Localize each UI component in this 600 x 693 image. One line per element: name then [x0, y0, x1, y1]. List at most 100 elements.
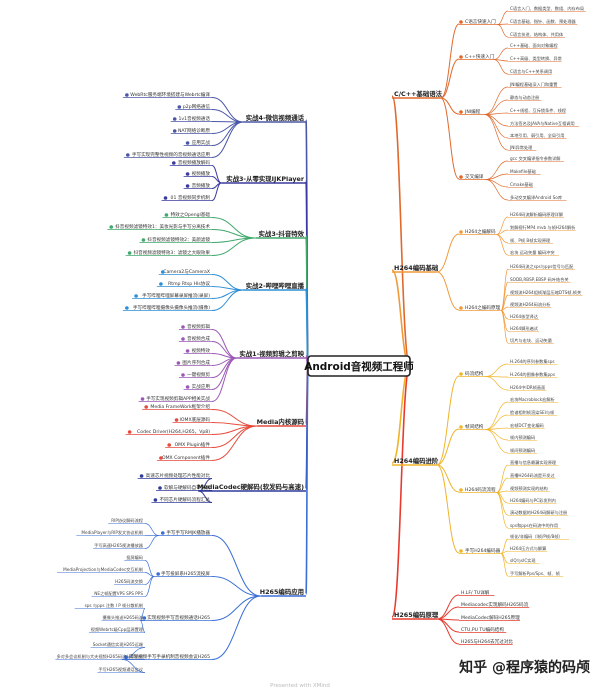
subtopic-label[interactable]: 实现视频手写音视频通话H265 — [147, 614, 210, 621]
leaf-label[interactable]: H264编码与PC彩发到内 — [510, 497, 556, 504]
subtopic-label[interactable]: 音视频剪辑 — [187, 323, 210, 330]
subtopic-label[interactable]: Media FrameWork框架介绍 — [150, 403, 210, 410]
subtopic-label[interactable]: 音视频播放解码 — [178, 159, 211, 166]
leaf-label[interactable]: 演动数据的H264码解研与注册 — [510, 509, 567, 516]
leaf-label[interactable]: 宏块Macroblock宏解析 — [510, 396, 555, 403]
leaf-label[interactable]: 投屏编码 — [126, 554, 143, 561]
leaf-label[interactable]: 划解视行MP4 mvb 与帧H264解析 — [510, 224, 575, 231]
subtopic-label[interactable]: 音频播放 — [192, 182, 211, 189]
subtopic-label[interactable]: 不同芯片硬解码流程汇总 — [159, 496, 210, 503]
leaf-label[interactable]: C语言入门、数据类型、数组、内存布局 — [510, 5, 584, 12]
leaf-label[interactable]: H264中IDR帧画面 — [510, 384, 545, 391]
branch-r3dy-label[interactable]: 实战3-抖音特效 — [259, 229, 305, 238]
subtopic-label[interactable]: CTU,PU TU编码结构 — [461, 626, 504, 633]
subtopic-label[interactable]: C语言快速入门 — [465, 18, 496, 25]
subtopic-label[interactable]: 手写H264编码器 — [465, 547, 501, 554]
subtopic-label[interactable]: 手写哔哩哔哩摄像头摄像头推流(摄像) — [133, 304, 210, 311]
subtopic-label[interactable]: OMX Plugin插件 — [175, 441, 211, 448]
leaf-label[interactable]: C语言基础、指针、函数、预处理器 — [510, 18, 577, 25]
subtopic-label[interactable]: 手写投屏系H265流投屏 — [161, 570, 210, 577]
subtopic-label[interactable]: 码流结构 — [465, 370, 484, 377]
leaf-label[interactable]: H264核型译达 — [510, 313, 539, 320]
subtopic-label[interactable]: 抖音视频滤镜特效2：美颜滤镜 — [147, 236, 210, 243]
leaf-label[interactable]: 帧内预测编码 — [510, 434, 535, 441]
subtopic-label[interactable]: 实现视频手写手录机制音视频会议H265 — [129, 653, 210, 660]
leaf-label[interactable]: H264码流之sps与pps信号与匹配 — [510, 263, 574, 270]
leaf-label[interactable]: 本地引用、弱引用、全局引用 — [510, 132, 564, 139]
subtopic-label[interactable]: 实战应用 — [192, 383, 211, 390]
subtopic-label[interactable]: 01 音视频同步机制 — [171, 194, 211, 201]
leaf-label[interactable]: 帧、P帧 B帧实现原理 — [510, 237, 551, 244]
leaf-label[interactable]: SODB,RBSP,EBSP 码叶结合关 — [510, 276, 569, 283]
leaf-label[interactable]: MediaProjection与MediaCodec交互机制 — [63, 566, 143, 573]
leaf-label[interactable]: gcc 交叉编译指令参数详解 — [510, 155, 560, 162]
leaf-label[interactable]: H264压方式与解算 — [510, 545, 546, 552]
subtopic-label[interactable]: H264之编解码 — [465, 228, 496, 235]
subtopic-label[interactable]: 交叉编译 — [465, 173, 484, 180]
leaf-label[interactable]: 帧化/非编码（I帧/P帧/B帧） — [510, 533, 563, 540]
leaf-label[interactable]: C语言与C++关系调用 — [510, 68, 552, 75]
subtopic-label[interactable]: H264之编码原理 — [465, 304, 501, 311]
subtopic-label[interactable]: Mediacodec实现解码H265码流 — [461, 601, 529, 608]
branch-h264adv-label[interactable]: H264编码进阶 — [394, 456, 439, 465]
leaf-label[interactable]: 静态与动态注册 — [510, 94, 539, 101]
leaf-label[interactable]: H.264的图像参数集pps — [510, 371, 555, 378]
leaf-label[interactable]: 帧间预测编码 — [510, 447, 535, 454]
subtopic-label[interactable]: 1v1音视频通话 — [178, 115, 210, 122]
subtopic-label[interactable]: WebRtc服务端环境搭建与Webrtc编译 — [130, 91, 210, 98]
leaf-label[interactable]: RIP协议解码流程 — [111, 517, 144, 524]
leaf-label[interactable]: NE之帧配置VPS SPS PPS — [94, 590, 143, 597]
leaf-label[interactable]: 手写解析Pps/Sps、帧、帧 — [510, 570, 560, 577]
leaf-label[interactable]: C++高级、类型转换、异常 — [510, 55, 562, 62]
leaf-label[interactable]: 直播与信息最漏实现原理 — [510, 459, 557, 466]
subtopic-label[interactable]: 手写哔哩哔哩屏幕录屏推流(录屏) — [142, 292, 210, 299]
branch-codec-label[interactable]: MediaCodec硬解码(软发码与高速) — [197, 482, 304, 491]
leaf-label[interactable]: H264码流解析编码原理详解 — [510, 211, 563, 218]
leaf-label[interactable]: 宏块 运动矢量 编码冲突 — [510, 249, 555, 256]
subtopic-label[interactable]: Rtmp Rtsp Hls协议 — [168, 280, 210, 287]
leaf-label[interactable]: 切片与宏块、运动矢量 — [510, 337, 552, 344]
leaf-label[interactable]: sps和pps在码流中的作用 — [510, 522, 558, 529]
subtopic-label[interactable]: 手写实现视频剪辑APP相关实战 — [146, 395, 210, 402]
leaf-label[interactable]: JNI编程基础深入门和重置 — [509, 81, 557, 88]
branch-r2-label[interactable]: 实战2-哔哩哔哩直播 — [246, 281, 305, 290]
subtopic-label[interactable]: 视频播放 — [192, 170, 211, 177]
subtopic-label[interactable]: 视频特效 — [192, 347, 211, 354]
subtopic-label[interactable]: C++快速入门 — [465, 53, 495, 60]
leaf-label[interactable]: 手写H265视频通话会议 — [98, 666, 143, 673]
leaf-label[interactable]: Makefile基础 — [510, 168, 536, 175]
subtopic-label[interactable]: 图片序列合成 — [182, 359, 210, 366]
leaf-label[interactable]: H.264的序列参数集sps — [510, 358, 555, 365]
branch-r4-label[interactable]: 实战4-微信视频通话 — [246, 113, 305, 122]
leaf-label[interactable]: H265码流交换 — [115, 578, 144, 585]
subtopic-label[interactable]: H265与H264去冗过对比 — [461, 638, 513, 645]
leaf-label[interactable]: C++基础、面向对象编程 — [510, 42, 558, 49]
subtopic-label[interactable]: 音视频合成 — [187, 335, 210, 342]
leaf-label[interactable]: Socket通信实现H265远端 — [93, 641, 143, 648]
leaf-label[interactable]: 视频流H264码流分析 — [510, 301, 550, 308]
branch-c-label[interactable]: C/C++基础语法 — [394, 89, 443, 98]
leaf-label[interactable]: MediaPlayer与RIP发文协议机制 — [81, 529, 143, 536]
subtopic-label[interactable]: 抖音视频滤镜特效3：滤镜之大眼效果 — [134, 249, 211, 256]
subtopic-label[interactable]: MediaCodec解码H265原理 — [461, 614, 520, 621]
leaf-label[interactable]: 视频Webrtc级Cpp层源置理 — [91, 626, 144, 633]
branch-r1-label[interactable]: 实战1-视频剪辑之剪映 — [239, 349, 304, 358]
subtopic-label[interactable]: Camera2与CameraX — [163, 268, 210, 275]
branch-media-label[interactable]: Media内核源码 — [257, 417, 305, 426]
subtopic-label[interactable]: 手写手写RMJK播放器 — [166, 529, 210, 536]
leaf-label[interactable]: JNI异常处理 — [509, 144, 533, 151]
subtopic-label[interactable]: Codec Driver(H264,H265，Vp8) — [137, 429, 210, 435]
subtopic-label[interactable]: 一键视频剪 — [187, 371, 210, 378]
subtopic-label[interactable]: 高速芯片视频处理芯片性能对比 — [146, 472, 211, 479]
leaf-label[interactable]: 摄像头推送H265码流 — [103, 614, 144, 621]
leaf-label[interactable]: 手写高速H265视流播放器 — [94, 542, 144, 549]
subtopic-label[interactable]: 应用实战 — [192, 139, 211, 146]
subtopic-label[interactable]: H264码流流程 — [465, 486, 496, 493]
subtopic-label[interactable]: 抖音视频滤镜特效1：美妆光影与手写分离技术 — [115, 223, 210, 230]
branch-r3ijk-label[interactable]: 实战3-从零实现IJKPlayer — [226, 174, 305, 183]
leaf-label[interactable]: sIQ与sIC实现 — [510, 557, 536, 564]
leaf-label[interactable]: 脸谱相附帧渲染SEI与帧 — [510, 409, 554, 416]
subtopic-label[interactable]: 特效之Opengl基础 — [171, 211, 211, 218]
subtopic-label[interactable]: OMX Component插件 — [162, 454, 210, 461]
leaf-label[interactable]: 视频流H264组帧渐层压缩DTS帧,帧关 — [510, 289, 581, 296]
